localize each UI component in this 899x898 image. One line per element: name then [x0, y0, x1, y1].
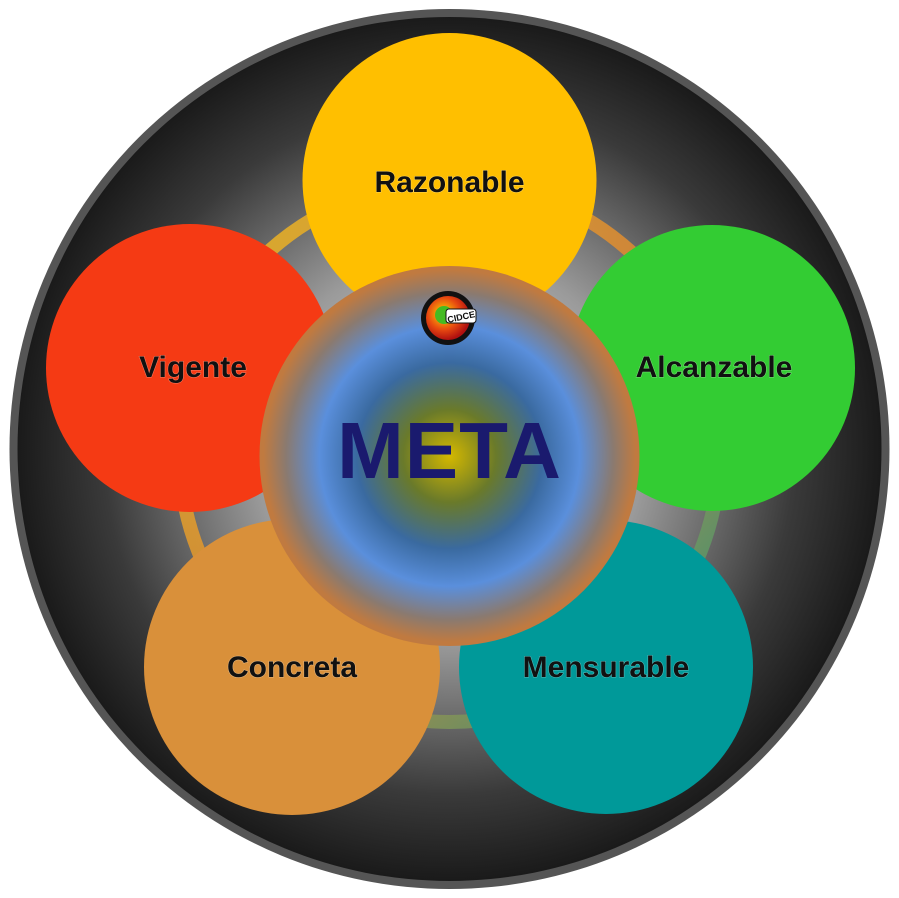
- center-goal: META: [259, 266, 640, 646]
- petal-razonable: Razonable: [302, 33, 597, 327]
- petal-alcanzable: Alcanzable: [569, 225, 855, 511]
- cidce-logo: CIDCE: [421, 291, 477, 345]
- petal-label: Razonable: [374, 166, 524, 199]
- petal-label: Concreta: [227, 651, 357, 684]
- petal-label: Alcanzable: [636, 351, 793, 384]
- petal-label: Mensurable: [523, 651, 690, 684]
- petal-label: Vigente: [139, 351, 247, 384]
- center-label: META: [337, 406, 562, 495]
